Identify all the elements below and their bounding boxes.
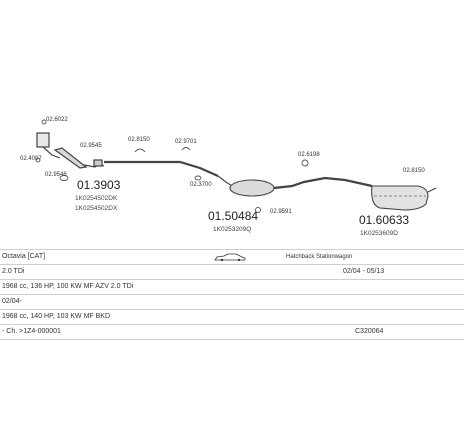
- vehicle-info-table: Octavia [CAT] Hatchback Stationwagon 2.0…: [0, 249, 464, 340]
- part-label-7: 02.3700: [190, 182, 212, 188]
- part-label-4: 02.9546: [45, 172, 67, 178]
- spec-cell-1: 1968 cc, 136 HP, 100 KW MF AZV 2.0 TDi: [2, 283, 134, 290]
- part-label-3: 02.9545: [80, 143, 102, 149]
- middle-part-number: 01.50484: [208, 209, 258, 223]
- part-label-6: 02.9701: [175, 139, 197, 145]
- intermediate-pipe-drawing: [104, 160, 219, 178]
- gasket-small-drawing: [35, 119, 69, 181]
- exhaust-system-diagram: 02.6022 02.4007 02.9545 02.9546 02.8150 …: [20, 117, 437, 237]
- rear-part-number: 01.60633: [359, 213, 409, 227]
- front-pipe-drawing: [36, 132, 105, 169]
- date-from-cell: 02/04-: [2, 298, 22, 305]
- table-row: 1968 cc, 140 HP, 103 KW MF BKD: [0, 309, 464, 324]
- reference-cell: C320064: [355, 328, 384, 335]
- table-row: 1968 cc, 136 HP, 100 KW MF AZV 2.0 TDi: [0, 279, 464, 294]
- front-flange: [36, 132, 50, 148]
- car-silhouette-icon: [214, 253, 246, 267]
- spec-cell-2: 1968 cc, 140 HP, 103 KW MF BKD: [2, 313, 111, 320]
- middle-muffler-drawing: [217, 175, 373, 197]
- body-type-cell: Hatchback Stationwagon: [286, 254, 353, 260]
- rear-muffler-drawing: [371, 185, 437, 211]
- clamp-drawing: [134, 147, 202, 181]
- engine-cell: 2.0 TDi: [2, 268, 25, 275]
- front-part-code-2: 1K0254502DX: [75, 205, 118, 212]
- front-part-code-1: 1K0254502DK: [75, 195, 118, 202]
- rear-part-code: 1K0253609D: [360, 230, 398, 237]
- part-label-5: 02.8150: [128, 137, 150, 143]
- years-cell: 02/04 - 05/13: [343, 268, 385, 275]
- chassis-cell: - Ch. >1Z4-000001: [2, 328, 61, 335]
- hanger-drawing: [255, 159, 309, 213]
- table-row: 2.0 TDi 02/04 - 05/13: [0, 264, 464, 279]
- table-row: Octavia [CAT] Hatchback Stationwagon: [0, 249, 464, 264]
- part-label-2: 02.4007: [20, 156, 42, 162]
- table-row: - Ch. >1Z4-000001 C320064: [0, 324, 464, 340]
- table-row: 02/04-: [0, 294, 464, 309]
- front-part-number: 01.3903: [77, 178, 121, 192]
- model-cell: Octavia [CAT]: [2, 253, 46, 260]
- part-label-10: 02.8150: [403, 168, 425, 174]
- part-label-1: 02.6022: [46, 117, 68, 123]
- part-label-9: 02.9591: [270, 209, 292, 215]
- middle-part-code: 1K0253209Q: [213, 226, 251, 233]
- part-label-8: 02.6198: [298, 152, 320, 158]
